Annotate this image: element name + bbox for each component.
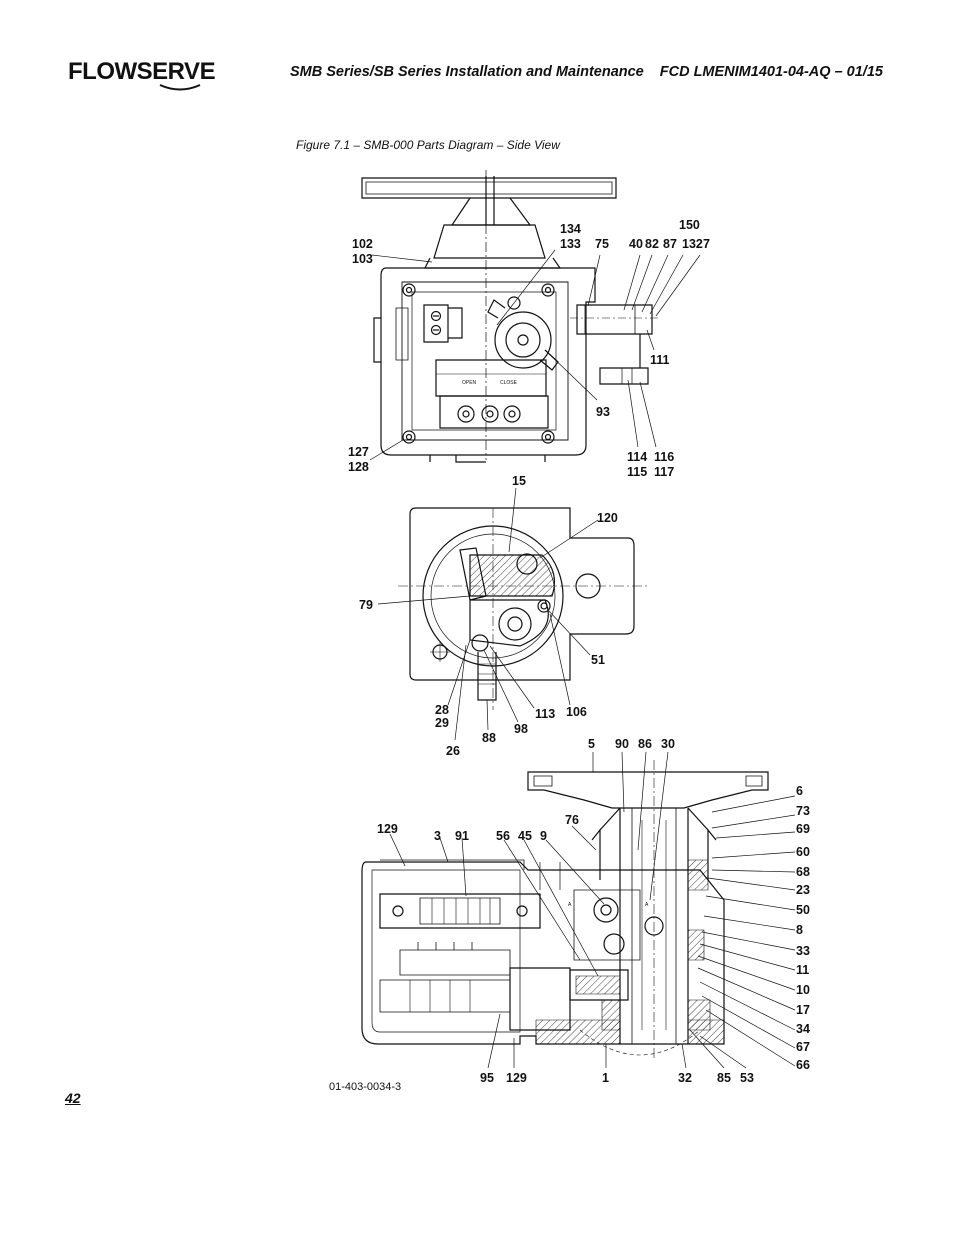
callout-95: 95 xyxy=(480,1071,494,1085)
callout-73: 73 xyxy=(796,804,810,818)
brand-name: FLOWSERVE xyxy=(68,58,216,85)
close-switch-label: CLOSE xyxy=(500,380,518,386)
callout-10: 10 xyxy=(796,983,810,997)
callout-1: 1 xyxy=(602,1071,609,1085)
open-switch-label: OPEN xyxy=(462,380,477,386)
callout-128: 128 xyxy=(348,460,369,474)
page-number: 42 xyxy=(65,1090,81,1106)
bottom-section-drawing: A A xyxy=(361,737,810,1085)
flowserve-logo: FLOWSERVE xyxy=(68,56,216,92)
callout-23: 23 xyxy=(796,883,810,897)
section-mark-a-right: A xyxy=(645,902,649,908)
callout-29: 29 xyxy=(435,716,449,730)
callout-50: 50 xyxy=(796,903,810,917)
callout-127: 127 xyxy=(348,445,369,459)
callout-120: 120 xyxy=(597,511,618,525)
callout-66: 66 xyxy=(796,1058,810,1072)
logo-swoosh-icon xyxy=(159,84,201,91)
callout-8: 8 xyxy=(796,923,803,937)
callout-75: 75 xyxy=(595,237,609,251)
callout-40: 40 xyxy=(629,237,643,251)
callout-82: 82 xyxy=(645,237,659,251)
page-header: SMB Series/SB Series Installation and Ma… xyxy=(290,64,883,80)
callout-67: 67 xyxy=(796,1040,810,1054)
callout-88: 88 xyxy=(482,731,496,745)
callout-93: 93 xyxy=(596,405,610,419)
callout-132: 132 xyxy=(682,237,703,251)
top-view-drawing: OPEN CLOSE xyxy=(348,170,710,479)
callout-134: 134 xyxy=(560,222,581,236)
callout-45: 45 xyxy=(518,829,532,843)
callout-7: 7 xyxy=(703,237,710,251)
callout-111: 111 xyxy=(650,353,670,367)
callout-51: 51 xyxy=(591,653,605,667)
callout-76: 76 xyxy=(565,813,579,827)
callout-129-bottom: 129 xyxy=(506,1071,527,1085)
callout-15: 15 xyxy=(512,474,526,488)
callout-32: 32 xyxy=(678,1071,692,1085)
drawing-number: 01-403-0034-3 xyxy=(329,1081,402,1093)
callout-5: 5 xyxy=(588,737,595,751)
callout-68: 68 xyxy=(796,865,810,879)
callout-103: 103 xyxy=(352,252,373,266)
callout-9: 9 xyxy=(540,829,547,843)
figure-caption: Figure 7.1 – SMB-000 Parts Diagram – Sid… xyxy=(296,138,560,152)
callout-87: 87 xyxy=(663,237,677,251)
callout-85: 85 xyxy=(717,1071,731,1085)
callout-53: 53 xyxy=(740,1071,754,1085)
callout-28: 28 xyxy=(435,703,449,717)
section-mark-a-left: A xyxy=(568,902,572,908)
callout-114: 114 xyxy=(627,450,647,464)
callout-90: 90 xyxy=(615,737,629,751)
callout-60: 60 xyxy=(796,845,810,859)
callout-102: 102 xyxy=(352,237,373,251)
callout-116: 116 xyxy=(654,450,674,464)
callout-115: 115 xyxy=(627,465,647,479)
callout-86: 86 xyxy=(638,737,652,751)
callout-91: 91 xyxy=(455,829,469,843)
callout-69: 69 xyxy=(796,822,810,836)
series-title: SMB Series/SB Series Installation and Ma… xyxy=(290,64,644,80)
callout-129-top: 129 xyxy=(377,822,398,836)
callout-30: 30 xyxy=(661,737,675,751)
callout-33: 33 xyxy=(796,944,810,958)
callout-98: 98 xyxy=(514,722,528,736)
callout-113: 113 xyxy=(535,707,555,721)
callout-11: 11 xyxy=(796,963,809,977)
callout-34: 34 xyxy=(796,1022,810,1036)
callout-133: 133 xyxy=(560,237,581,251)
callout-3: 3 xyxy=(434,829,441,843)
callout-26: 26 xyxy=(446,744,460,758)
callout-117: 117 xyxy=(654,465,674,479)
callout-79: 79 xyxy=(359,598,373,612)
callout-106: 106 xyxy=(566,705,587,719)
callout-6: 6 xyxy=(796,784,803,798)
callout-56: 56 xyxy=(496,829,510,843)
callout-150: 150 xyxy=(679,218,700,232)
document-code: FCD LMENIM1401-04-AQ – 01/15 xyxy=(659,64,883,80)
middle-view-drawing: 15 120 79 51 28 29 26 88 98 113 106 xyxy=(359,474,648,758)
callout-17: 17 xyxy=(796,1003,810,1017)
